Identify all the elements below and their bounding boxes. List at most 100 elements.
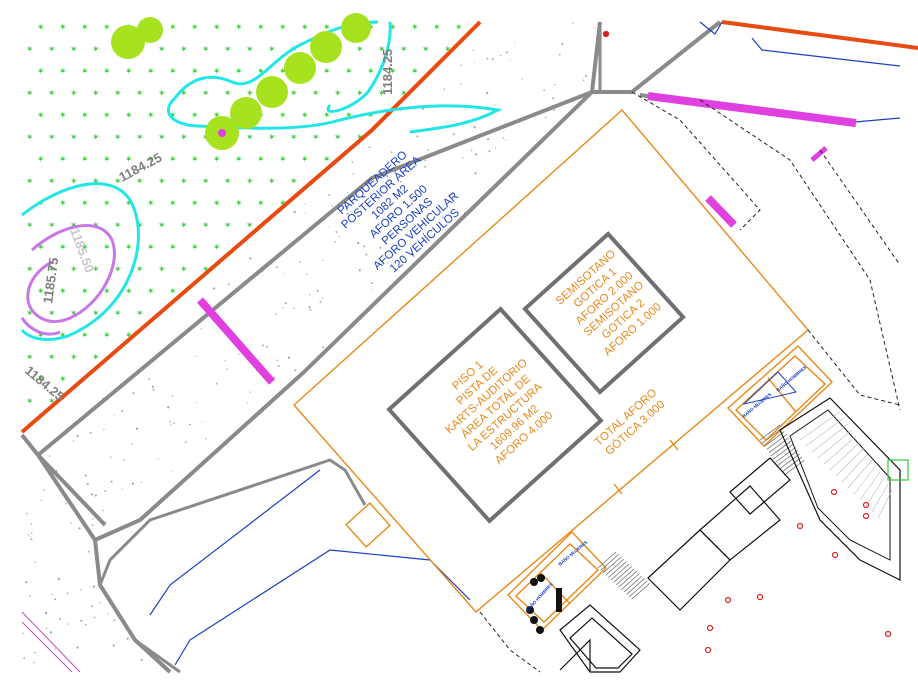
stair-tread [623, 575, 643, 593]
gravel-speck [107, 613, 109, 615]
gravel-speck [382, 186, 384, 189]
gravel-speck [483, 208, 486, 210]
grass-tuft: ✶ [92, 265, 100, 275]
gravel-speck [385, 328, 388, 330]
gravel-speck [42, 489, 45, 491]
contour-line-violet-2 [20, 317, 61, 336]
gravel-speck [574, 605, 577, 608]
grass-tuft: ✶ [26, 177, 34, 187]
stair-tread [613, 566, 632, 583]
gravel-speck [338, 369, 341, 372]
gravel-speck [135, 427, 139, 430]
gravel-speck [472, 49, 474, 51]
grass-tuft: ✶ [136, 133, 144, 143]
grass-tuft: ✶ [136, 265, 144, 275]
gravel-speck [510, 565, 513, 568]
grass-tuft: ✶ [323, 67, 331, 77]
gravel-speck [415, 549, 418, 552]
grass-tuft: ✶ [466, 221, 474, 231]
gravel-speck [324, 398, 326, 400]
gravel-speck [444, 566, 447, 569]
gravel-speck [66, 592, 69, 595]
gravel-speck [459, 245, 462, 248]
gravel-speck [534, 355, 536, 357]
gravel-speck [235, 497, 238, 500]
gravel-speck [339, 472, 341, 474]
gravel-speck [430, 311, 433, 315]
grass-tuft: ✶ [202, 177, 210, 187]
gravel-speck [269, 599, 271, 601]
grass-tuft: ✶ [26, 45, 34, 55]
grass-tuft: ✶ [345, 419, 353, 429]
grass-tuft: ✶ [367, 375, 375, 385]
gravel-speck [415, 490, 418, 493]
gravel-speck [276, 359, 279, 362]
gravel-speck [86, 482, 89, 486]
gravel-speck [564, 181, 567, 184]
gravel-speck [501, 289, 504, 292]
gravel-speck [370, 288, 373, 290]
gravel-speck [394, 631, 396, 633]
gravel-speck [351, 211, 353, 213]
gravel-speck [339, 530, 342, 533]
tree [111, 25, 145, 59]
gravel-speck [404, 496, 406, 498]
grass-tuft: ✶ [202, 89, 210, 99]
grass-tuft: ✶ [334, 133, 342, 143]
grass-tuft: ✶ [180, 265, 188, 275]
gravel-speck [463, 538, 466, 541]
gravel-speck [464, 329, 467, 332]
gravel-speck [586, 382, 588, 385]
gravel-speck [201, 648, 203, 650]
gravel-speck [123, 586, 125, 589]
lower-left-accent [21, 611, 81, 673]
gravel-speck [189, 423, 191, 426]
gravel-speck [463, 283, 466, 286]
grass-tuft: ✶ [125, 243, 133, 253]
grass-tuft: ✶ [257, 23, 265, 33]
gravel-speck [252, 530, 254, 532]
gravel-speck [576, 542, 579, 545]
floor-tile-line [817, 429, 853, 459]
grass-tuft: ✶ [224, 221, 232, 231]
gravel-speck [124, 585, 127, 588]
grass-tuft: ✶ [400, 309, 408, 319]
grass-tuft: ✶ [268, 45, 276, 55]
grass-tuft: ✶ [92, 133, 100, 143]
gravel-speck [449, 240, 452, 243]
gravel-speck [426, 394, 429, 397]
grass-tuft: ✶ [279, 23, 287, 33]
stair-tread [621, 573, 640, 590]
gravel-speck [383, 565, 385, 567]
grass-tuft: ✶ [37, 243, 45, 253]
gravel-speck [305, 273, 308, 276]
grass-tuft: ✶ [48, 353, 56, 363]
gravel-speck [238, 353, 240, 355]
grass-tuft: ✶ [169, 23, 177, 33]
gravel-speck [351, 161, 354, 163]
gravel-speck [592, 444, 595, 447]
gravel-speck [121, 410, 124, 413]
grass-tuft: ✶ [70, 89, 78, 99]
grass-tuft: ✶ [224, 89, 232, 99]
gravel-speck [130, 595, 133, 598]
gravel-speck [339, 487, 342, 490]
gravel-speck [177, 519, 180, 522]
grass-tuft: ✶ [367, 67, 375, 77]
gravel-speck [499, 54, 502, 57]
gravel-speck [70, 522, 72, 524]
gravel-speck [23, 657, 26, 659]
tree [341, 13, 371, 43]
gravel-speck [222, 522, 225, 525]
gravel-speck [470, 149, 473, 152]
grass-tuft: ✶ [290, 177, 298, 187]
gravel-speck [448, 194, 451, 197]
gravel-speck [140, 658, 143, 661]
gravel-speck [40, 499, 42, 502]
gravel-speck [373, 619, 376, 622]
gravel-speck [454, 437, 457, 440]
gravel-speck [122, 459, 125, 461]
stair-tread [779, 453, 801, 470]
gravel-speck [400, 535, 403, 538]
stair-tread [770, 440, 792, 457]
